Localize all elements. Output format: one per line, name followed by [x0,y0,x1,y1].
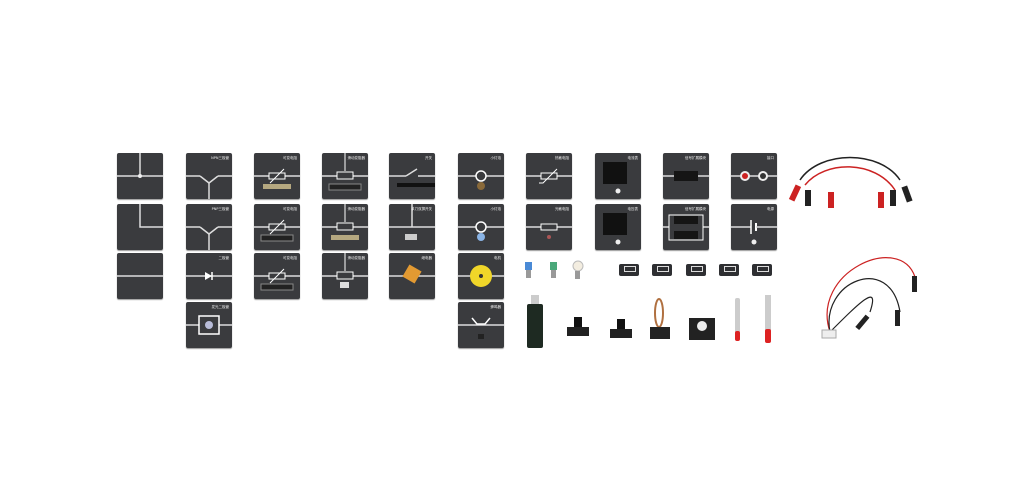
blue-bulb [525,262,532,270]
photoresistor-module: 光敏电阻 [526,204,572,250]
module-label: 小灯泡 [490,156,502,160]
module-label: 小灯泡 [490,207,502,211]
module-label: 可变电阻 [283,207,297,211]
inductor-coil-board [650,298,670,339]
diode-module: 二极管 [186,253,232,299]
capacitor-board [567,317,589,336]
module-label: 信号扩展模块 [685,207,706,211]
module-label: 电压表 [627,207,639,211]
port-module: 接口 [731,153,777,199]
module-label: 单刀双掷开关 [411,207,432,211]
module-label: 可变电阻 [283,256,297,260]
alligator-clip [788,184,884,208]
module-label: 发光二极管 [211,305,230,309]
module-label: 光敏电阻 [555,207,569,211]
module-label: 滑动变阻器 [347,156,366,160]
module-label: PNP三极管 [211,207,229,211]
variable-resistor-module: 可变电阻 [254,153,300,199]
slide-rheostat-module: 滑动变阻器 [322,204,368,250]
module-label: 电机 [494,256,501,260]
extension-module: 信号扩展模块 [663,204,709,250]
variable-resistor-module: 可变电阻 [254,253,300,299]
thermometer-probe [735,298,740,341]
resistor-board [652,264,672,276]
motor-module: 电机 [458,253,504,299]
slide-rheostat-module: 滑动变阻器 [322,153,368,199]
connector-plug [821,329,837,339]
wire-straight-module [117,253,163,299]
slide-rheostat-module: 滑动变阻器 [322,253,368,299]
relay-module: 继电器 [389,253,435,299]
resistor-board [719,264,739,276]
spare-bulbs [525,260,584,279]
ammeter-module: 电流表 [595,153,641,199]
alligator-clip [895,310,900,326]
loose-components [527,295,771,348]
power-module: 电源 [731,204,777,250]
bidirectional-led-module: 发光二极管 [186,302,232,348]
module-label: 信号扩展模块 [685,156,706,160]
alligator-clip [855,314,870,331]
alligator-clip [805,185,913,206]
resistor-board [752,264,772,276]
module-label: 二极管 [218,256,230,260]
module-label: 接口 [767,156,774,160]
variable-resistor-module: 可变电阻 [254,204,300,250]
module-label: 继电器 [421,256,433,260]
module-label: 电流表 [627,156,639,160]
green-bulb [550,262,557,270]
thermometer-probe [765,295,771,343]
resistor-board [686,264,706,276]
bulb-module: 小灯泡 [458,204,504,250]
capacitor-board [610,319,632,338]
switch-module: 开关 [389,153,435,199]
alligator-clip-leads [788,156,913,208]
npn-transistor-module: NPN三极管 [186,153,232,199]
usb-module [527,295,543,348]
wire-tee-module [117,153,163,199]
module-label: 开关 [425,156,432,160]
alligator-clip [912,276,917,292]
module-label: 电源 [767,207,774,211]
sensor-board [689,318,715,340]
voltmeter-module: 电压表 [595,204,641,250]
bulb-module: 小灯泡 [458,153,504,199]
thermistor-module: 热敏电阻 [526,153,572,199]
module-label: 热敏电阻 [555,156,569,160]
module-label: 滑动变阻器 [347,256,366,260]
extension-module: 信号扩展模块 [663,153,709,199]
module-label: NPN三极管 [211,156,229,160]
module-label: 蜂鸣器 [490,305,502,309]
connector-leads [821,257,917,339]
wire-corner-module [117,204,163,250]
clear-bulb [572,260,584,272]
module-label: 可变电阻 [283,156,297,160]
module-label: 滑动变阻器 [347,207,366,211]
buzzer-module: 蜂鸣器 [458,302,504,348]
pnp-transistor-module: PNP三极管 [186,204,232,250]
spdt-switch-module: 单刀双掷开关 [389,204,435,250]
resistor-board [619,264,639,276]
